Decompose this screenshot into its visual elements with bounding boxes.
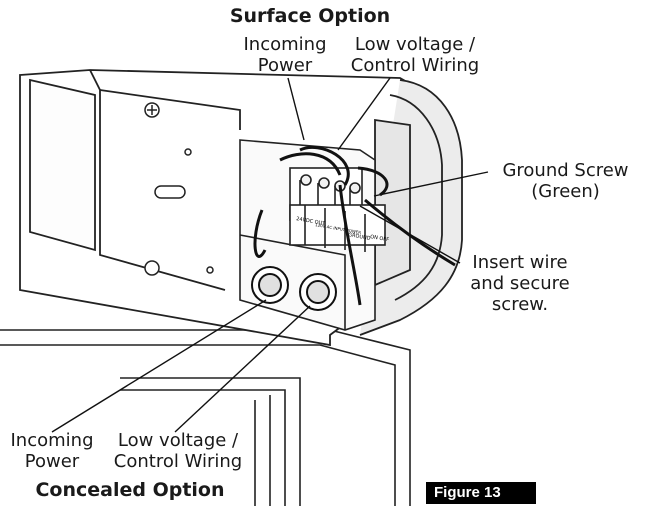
- label-line: Ground Screw: [502, 160, 629, 181]
- label-line: and secure: [470, 273, 570, 294]
- concealed-knockouts: [251, 266, 337, 311]
- label-line: screw.: [491, 294, 549, 315]
- surface-low-voltage-label: Low voltage / Control Wiring: [335, 34, 495, 76]
- label-line: Low voltage /: [117, 430, 239, 451]
- terminal-label: 24VDC OUT: [296, 216, 327, 227]
- terminal-label: GROUND: [348, 232, 371, 242]
- label-line: Incoming: [10, 430, 94, 451]
- concealed-option-title: Concealed Option: [35, 479, 225, 501]
- label-line: Control Wiring: [350, 55, 480, 76]
- surface-incoming-power-label: Incoming Power: [220, 34, 350, 76]
- label-line: Low voltage /: [354, 34, 476, 55]
- label-line: Incoming: [243, 34, 327, 55]
- label-line: Insert wire: [472, 252, 568, 273]
- leader-lines: [51, 77, 489, 433]
- label-line: Control Wiring: [113, 451, 243, 472]
- concealed-low-voltage-label: Low voltage / Control Wiring: [108, 430, 248, 472]
- terminal-label: ON OFF: [370, 234, 390, 243]
- wires: [253, 145, 456, 306]
- surface-option-title: Surface Option: [229, 5, 391, 27]
- figure-label: Figure 13: [426, 482, 536, 504]
- door-frame: [0, 329, 411, 506]
- insert-wire-label: Insert wire and secure screw.: [455, 252, 585, 315]
- panel-screws: [144, 102, 214, 276]
- concealed-incoming-power-label: Incoming Power: [2, 430, 102, 472]
- label-line: Power: [257, 55, 313, 76]
- label-line: Power: [24, 451, 80, 472]
- label-line: (Green): [531, 181, 600, 202]
- ground-screw-label: Ground Screw (Green): [488, 160, 643, 202]
